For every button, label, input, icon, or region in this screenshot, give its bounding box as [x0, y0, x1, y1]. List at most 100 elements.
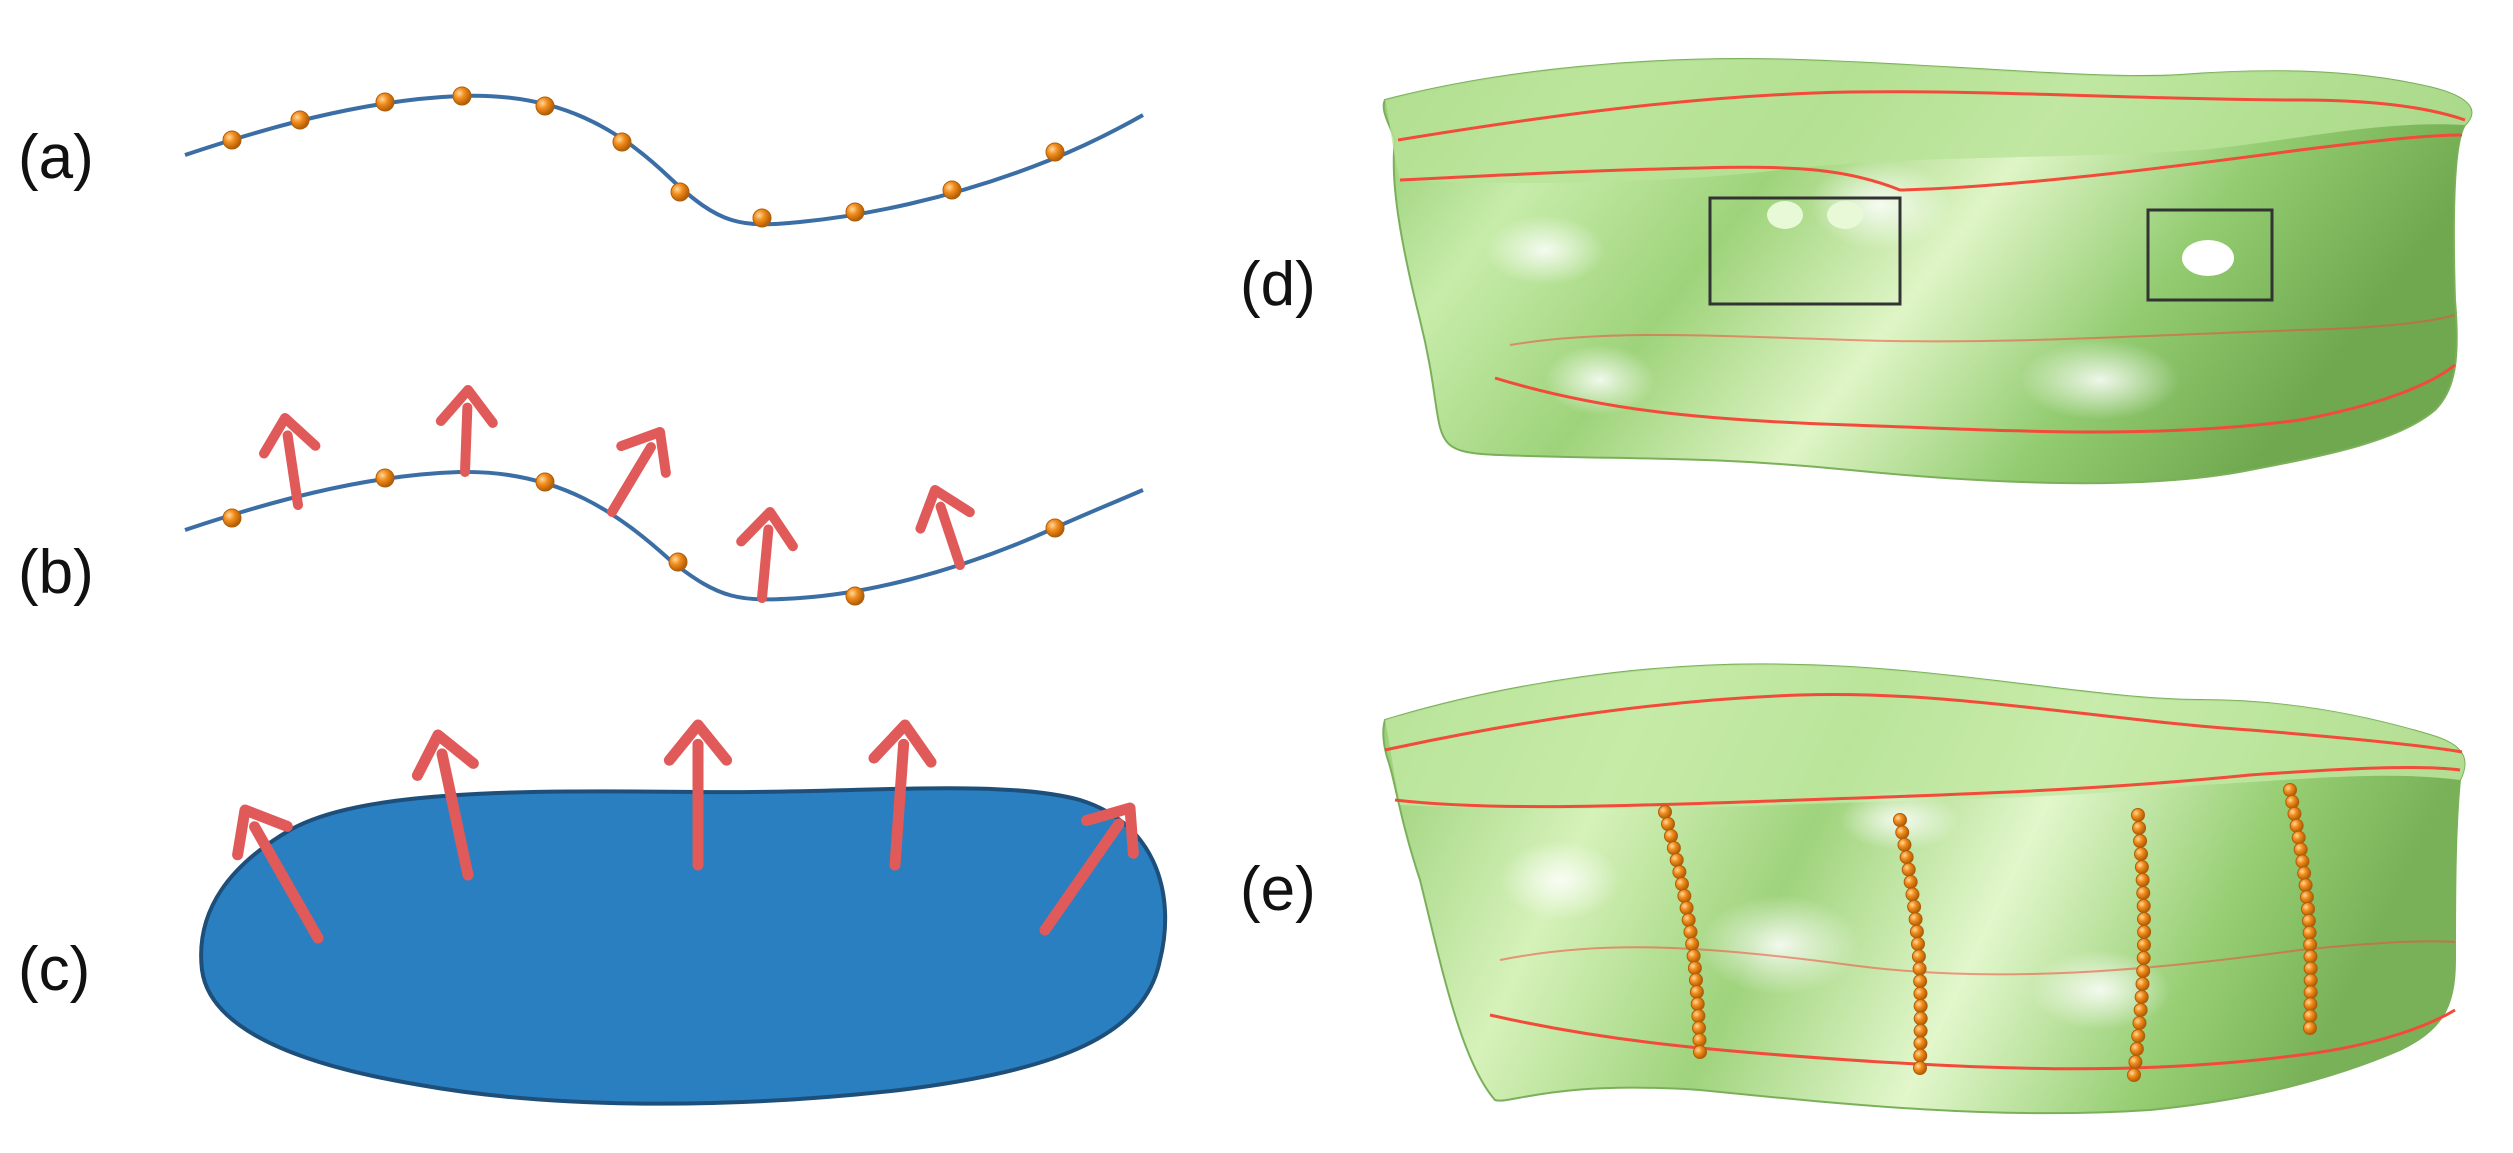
panel-label-b: (b): [18, 538, 94, 607]
sample-point-e-col3-19: [2129, 1042, 2144, 1056]
sample-point-a-11: [1045, 142, 1065, 162]
points-a: [222, 86, 1065, 228]
sample-point-e-col4-14: [2303, 937, 2318, 952]
arrows-c: [232, 719, 1139, 944]
panel-label-e: (e): [1240, 855, 1316, 924]
sample-point-e-col4-7: [2295, 854, 2310, 869]
sample-point-e-col1-6: [1672, 865, 1687, 879]
sample-point-e-col3-18: [2131, 1029, 2146, 1043]
curve-a: [184, 93, 1144, 227]
sample-point-e-col3-6: [2135, 873, 2150, 887]
sample-point-e-col2-19: [1913, 1036, 1928, 1051]
sample-point-e-col3-17: [2132, 1016, 2147, 1030]
surface-d-shine-2: [1810, 160, 1950, 250]
sample-point-e-col3-2: [2132, 821, 2147, 835]
panel-label-d: (d): [1240, 250, 1316, 319]
sample-point-e-col3-7: [2136, 886, 2151, 900]
sample-point-a-2: [290, 110, 310, 130]
sample-point-e-col3-9: [2137, 912, 2152, 926]
sample-point-e-col4-17: [2303, 973, 2318, 988]
normal-arrow-c-5: [1039, 802, 1139, 936]
panel-e-surface: [1382, 663, 2466, 1115]
surface-e-rim: [1385, 664, 2465, 809]
sample-point-e-col1-19: [1691, 1021, 1706, 1035]
normal-arrow-c-2: [411, 729, 479, 881]
sample-point-e-col1-2: [1661, 817, 1676, 831]
sample-point-e-col4-3: [2287, 806, 2302, 821]
surface-e-shine-2: [1700, 895, 1860, 995]
point-columns-e: [1658, 783, 2318, 1082]
contour-d-1: [1397, 90, 2466, 142]
sample-point-e-col2-17: [1913, 1011, 1928, 1026]
sample-point-a-8: [752, 208, 772, 228]
normal-arrow-b-2: [435, 385, 498, 477]
surface-e-shine-1: [1500, 840, 1620, 920]
sample-point-e-col2-20: [1913, 1048, 1928, 1063]
sample-point-e-col4-12: [2301, 913, 2316, 928]
sample-point-e-col2-21: [1913, 1061, 1927, 1075]
sample-point-e-col2-5: [1901, 862, 1916, 877]
sample-point-e-col1-16: [1689, 985, 1704, 999]
surface-hole: [2182, 240, 2234, 276]
normal-arrow-c-4: [868, 719, 937, 871]
sample-point-e-col1-15: [1688, 973, 1703, 987]
sample-point-e-col3-21: [2127, 1068, 2141, 1082]
contour-e-4: [1489, 1008, 2456, 1071]
panel-label-a: (a): [18, 123, 94, 192]
sample-point-e-col1-1: [1658, 805, 1672, 819]
sample-point-e-col2-4: [1899, 850, 1914, 865]
arrows-b: [259, 385, 975, 603]
sample-point-e-col3-15: [2134, 990, 2149, 1004]
sample-point-e-col2-9: [1908, 912, 1923, 927]
sample-point-e-col3-10: [2137, 925, 2152, 939]
sample-point-a-1: [222, 130, 242, 150]
sample-point-e-col4-11: [2301, 902, 2315, 916]
sample-point-e-col4-21: [2303, 1021, 2317, 1035]
sample-point-e-col3-5: [2134, 860, 2149, 874]
panel-c-region-with-normals: [199, 719, 1168, 1106]
highlight-box-1: [1708, 196, 1902, 306]
sample-point-e-col3-12: [2136, 951, 2151, 965]
sample-point-e-col4-10: [2299, 890, 2314, 905]
sample-point-e-col4-9: [2298, 878, 2313, 893]
sample-point-e-col1-9: [1679, 901, 1694, 915]
sample-point-e-col1-17: [1690, 997, 1705, 1011]
sample-point-e-col2-10: [1909, 924, 1924, 939]
sample-point-e-col1-12: [1685, 937, 1700, 951]
sample-point-b-4: [668, 552, 688, 572]
sample-point-a-6: [612, 132, 632, 152]
sample-point-e-col1-4: [1666, 841, 1681, 855]
sample-point-e-col1-14: [1687, 961, 1702, 975]
sample-point-a-4: [452, 86, 472, 106]
sample-point-e-col1-11: [1683, 925, 1698, 939]
sample-point-e-col1-20: [1692, 1033, 1707, 1047]
sample-point-e-col4-6: [2293, 842, 2308, 857]
sample-point-e-col3-8: [2136, 899, 2151, 913]
sample-point-e-col2-2: [1895, 825, 1910, 840]
sample-point-b-2: [375, 468, 395, 488]
sample-point-b-3: [535, 472, 555, 492]
sample-point-e-col3-20: [2128, 1055, 2143, 1069]
sample-point-e-col2-14: [1913, 974, 1928, 989]
sample-point-e-col3-14: [2135, 977, 2150, 991]
sample-point-e-col4-8: [2297, 866, 2312, 881]
sample-point-e-col4-15: [2303, 949, 2318, 964]
contour-d-3: [1509, 314, 2456, 346]
sample-point-e-col2-16: [1913, 999, 1928, 1013]
sample-point-e-col1-21: [1693, 1045, 1707, 1059]
sample-point-e-col4-19: [2303, 997, 2318, 1012]
sample-point-b-1: [222, 508, 242, 528]
normal-arrow-b-1: [259, 413, 321, 510]
panel-b-curve-with-normals: [184, 385, 1144, 606]
contour-d-2: [1399, 133, 2463, 192]
sample-point-e-col3-16: [2133, 1003, 2148, 1017]
sample-point-e-col1-13: [1686, 949, 1701, 963]
normal-arrow-c-1: [232, 804, 324, 944]
sample-point-e-col4-4: [2289, 818, 2304, 833]
sample-point-e-col2-13: [1912, 961, 1927, 976]
sample-point-a-5: [535, 96, 555, 116]
normal-arrow-b-4: [736, 507, 798, 603]
normal-arrow-b-3: [607, 427, 671, 517]
surface-d-shine-1: [1485, 215, 1605, 285]
